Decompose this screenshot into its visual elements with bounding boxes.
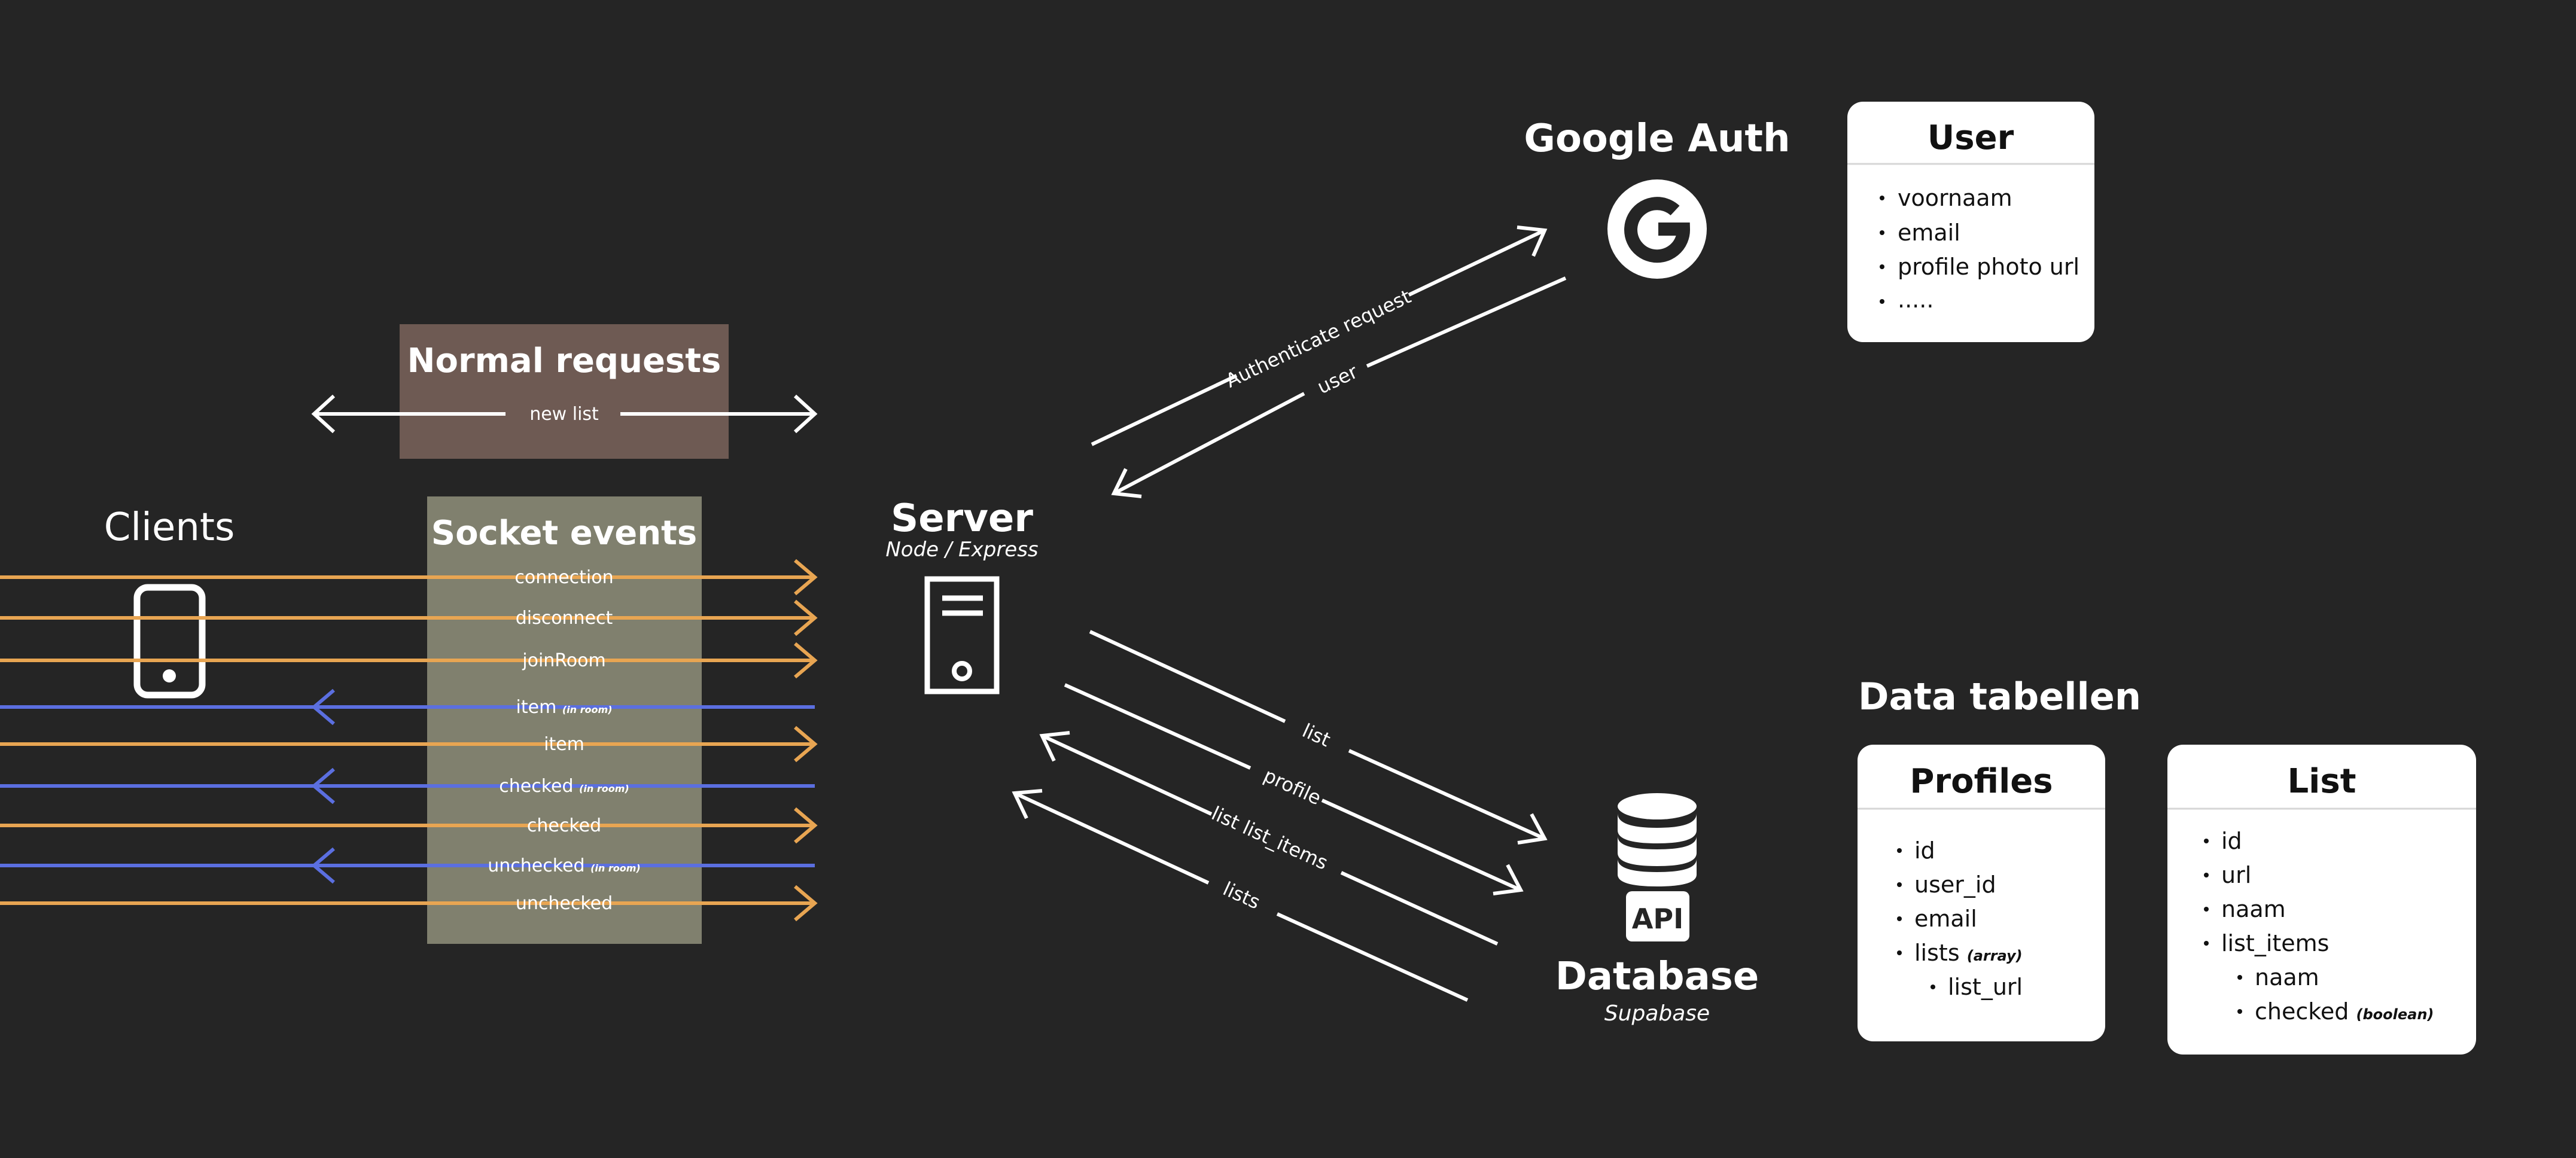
list-item-nested: naam: [2255, 964, 2319, 991]
event-arrowhead-right: [794, 642, 818, 679]
user-card-item: voornaam: [1898, 185, 2012, 211]
db-list-arrow: [1089, 630, 1548, 845]
new-list-label: new list: [529, 404, 599, 425]
event-label-checked: checked: [527, 815, 601, 836]
list-item-nested: checked (boolean): [2255, 998, 2434, 1025]
event-label-connection: connection: [514, 567, 613, 588]
user-card-item: .....: [1898, 287, 1933, 313]
list-item: url: [2221, 862, 2251, 888]
profiles-item: user_id: [1914, 871, 1996, 898]
google-auth-title: Google Auth: [1524, 117, 1790, 161]
auth-user-arrow: [1111, 276, 1567, 498]
event-arrowhead-right: [794, 885, 818, 922]
profiles-item-lists: lists (array): [1914, 940, 2023, 966]
db-list-label: list: [1299, 719, 1334, 751]
normal-requests-group: Normal requests new list: [311, 324, 818, 459]
database-icon: [1618, 793, 1697, 886]
normal-requests-title: Normal requests: [407, 342, 721, 380]
list-item: naam: [2221, 896, 2286, 922]
profiles-card: Profiles id user_id email lists (array) …: [1858, 745, 2105, 1041]
database-title: Database: [1555, 955, 1759, 999]
event-arrowhead-right: [794, 559, 818, 596]
event-arrowhead-left: [311, 847, 335, 884]
auth-request-arrow: [1091, 225, 1548, 446]
event-arrowhead-left: [311, 688, 335, 726]
list-card-title: List: [2288, 762, 2356, 801]
database-subtitle: Supabase: [1604, 1001, 1710, 1026]
user-card: User voornaam email profile photo url ..…: [1847, 102, 2094, 342]
normal-requests-box: [400, 324, 729, 459]
user-card-item: email: [1898, 220, 1960, 246]
event-label-item-in-room: item (in room): [516, 697, 613, 718]
profiles-item: id: [1914, 837, 1935, 864]
list-card: List id url naam list_items naam checked…: [2167, 745, 2476, 1055]
event-label-checked-in-room: checked (in room): [499, 776, 629, 797]
user-card-title: User: [1928, 118, 2014, 157]
server-title: Server: [891, 496, 1033, 541]
user-card-item: profile photo url: [1898, 254, 2079, 280]
event-label-unchecked-in-room: unchecked (in room): [488, 855, 640, 876]
event-arrowhead-right: [794, 807, 818, 844]
profiles-item-nested: list_url: [1948, 974, 2023, 1000]
server-icon: [924, 576, 1000, 694]
socket-events-group: Socket events connection disconnect join…: [0, 496, 818, 944]
list-item: list_items: [2221, 930, 2329, 956]
phone-icon: [133, 584, 206, 699]
event-label-joinroom: joinRoom: [522, 650, 605, 671]
google-icon: [1607, 179, 1707, 279]
socket-event-labels: connection disconnect joinRoom item (in …: [488, 567, 640, 914]
event-label-item: item: [544, 734, 584, 755]
clients-label: Clients: [104, 505, 235, 550]
socket-events-title: Socket events: [431, 514, 697, 553]
new-list-arrow: [311, 394, 818, 434]
event-arrowhead-right: [794, 599, 818, 636]
db-list-items-label: list list_items: [1208, 802, 1331, 874]
server-subtitle: Node / Express: [885, 538, 1038, 562]
database-node: API Database Supabase: [1555, 793, 1759, 1026]
list-item: id: [2221, 828, 2242, 854]
auth-user-label: user: [1314, 360, 1362, 399]
db-profile-label: profile: [1260, 764, 1325, 809]
socket-events-box: [427, 496, 702, 944]
db-lists-label: lists: [1220, 877, 1264, 914]
data-tables-heading: Data tabellen: [1858, 675, 2141, 718]
event-arrowhead-right: [794, 726, 818, 763]
db-profile-arrow: [1064, 683, 1524, 895]
profiles-item: email: [1914, 906, 1977, 932]
google-auth-node: Google Auth: [1524, 117, 1791, 279]
socket-event-arrows: [0, 559, 818, 922]
server-node: Server Node / Express: [885, 496, 1039, 694]
clients-node: Clients: [104, 505, 235, 699]
event-label-unchecked: unchecked: [516, 893, 613, 914]
api-badge: API: [1626, 891, 1689, 941]
event-label-disconnect: disconnect: [516, 608, 613, 629]
db-lists-arrow: [1012, 789, 1469, 1002]
profiles-card-title: Profiles: [1910, 762, 2053, 801]
db-list-items-arrow: [1039, 731, 1499, 946]
api-label: API: [1632, 903, 1683, 935]
event-arrowhead-left: [311, 767, 335, 804]
